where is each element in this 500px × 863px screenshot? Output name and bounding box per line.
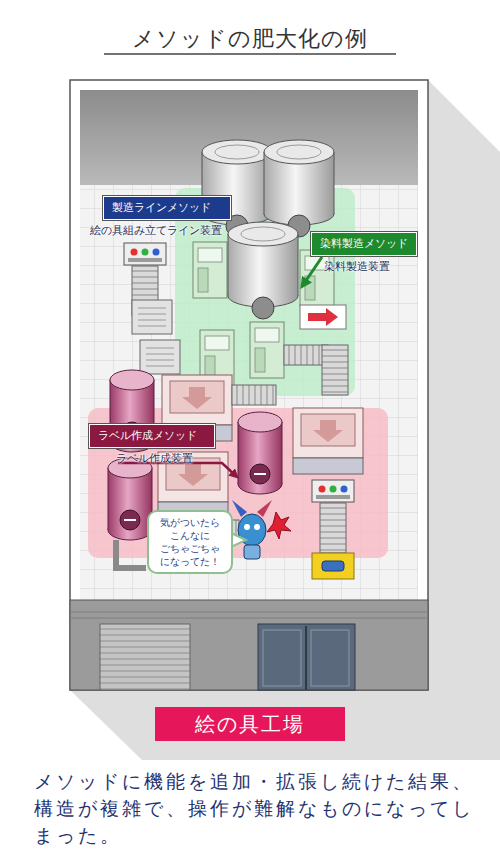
diagram-title: メソッドの肥大化の例 [0,24,500,54]
method-label: ラベル作成メソッドラベル作成装置 [90,424,214,466]
entrance-door [258,624,355,690]
robot-body [244,545,260,559]
method-label: 製造ラインメソッド絵の具組み立てライン装置 [104,196,230,238]
conveyor [284,345,328,365]
bubble-tail [231,533,246,547]
device-name: ラベル作成装置 [116,452,214,466]
sign-arrow [308,308,338,326]
building-outline [70,80,428,690]
control-panel [312,480,354,502]
method-name: 染料製造メソッド [312,233,416,255]
diagram-caption: メソッドに機能を追加・拡張し続けた結果、構造が複雑で、操作が難解なものになってし… [34,768,484,849]
assembly-machine [132,300,172,334]
assembly-machine [140,340,180,374]
robot-eye [244,524,250,530]
facade-line [70,612,428,618]
factory-facade [70,600,428,690]
conveyor [232,385,276,405]
banner-text: 絵の具工場 [155,707,345,741]
door-panel [311,630,349,686]
label-machine [293,408,363,474]
paint-tube [322,561,344,571]
factory-floor [80,185,418,600]
building-shadow [70,80,500,760]
method-name: ラベル作成メソッド [90,425,214,447]
leader-arrow [303,257,322,285]
door-gap [305,626,307,690]
dye-tank [228,222,298,319]
conveyor [320,503,346,553]
control-panel [124,243,166,265]
bubble-text: 気がついたら こんなに ごちゃごちゃ になってた！ [150,516,230,568]
title-underline [104,53,396,55]
robot-horn [232,500,247,517]
device-name: 染料製造装置 [324,260,416,274]
dye-machine [250,322,284,378]
method-name: 製造ラインメソッド [104,197,230,219]
method-label: 染料製造メソッド染料製造装置 [312,232,416,274]
direction-sign [300,305,346,329]
output-box [312,553,354,579]
shutter-door [100,624,190,690]
label-cylinder [108,458,152,540]
label-cylinder [238,412,282,494]
robot-eye [254,524,260,530]
dye-machine [193,242,227,298]
factory-banner: 絵の具工場 [155,707,345,741]
pipe [116,540,146,568]
door-panel [263,630,301,686]
robot-horn [257,500,272,517]
conveyor [322,345,348,395]
label-region [88,408,388,558]
alarm-mark [267,512,291,539]
dye-machine [300,250,334,306]
device-name: 絵の具組み立てライン装置 [90,224,230,238]
speech-bubble: 気がついたら こんなに ごちゃごちゃ になってた！ [147,510,233,574]
